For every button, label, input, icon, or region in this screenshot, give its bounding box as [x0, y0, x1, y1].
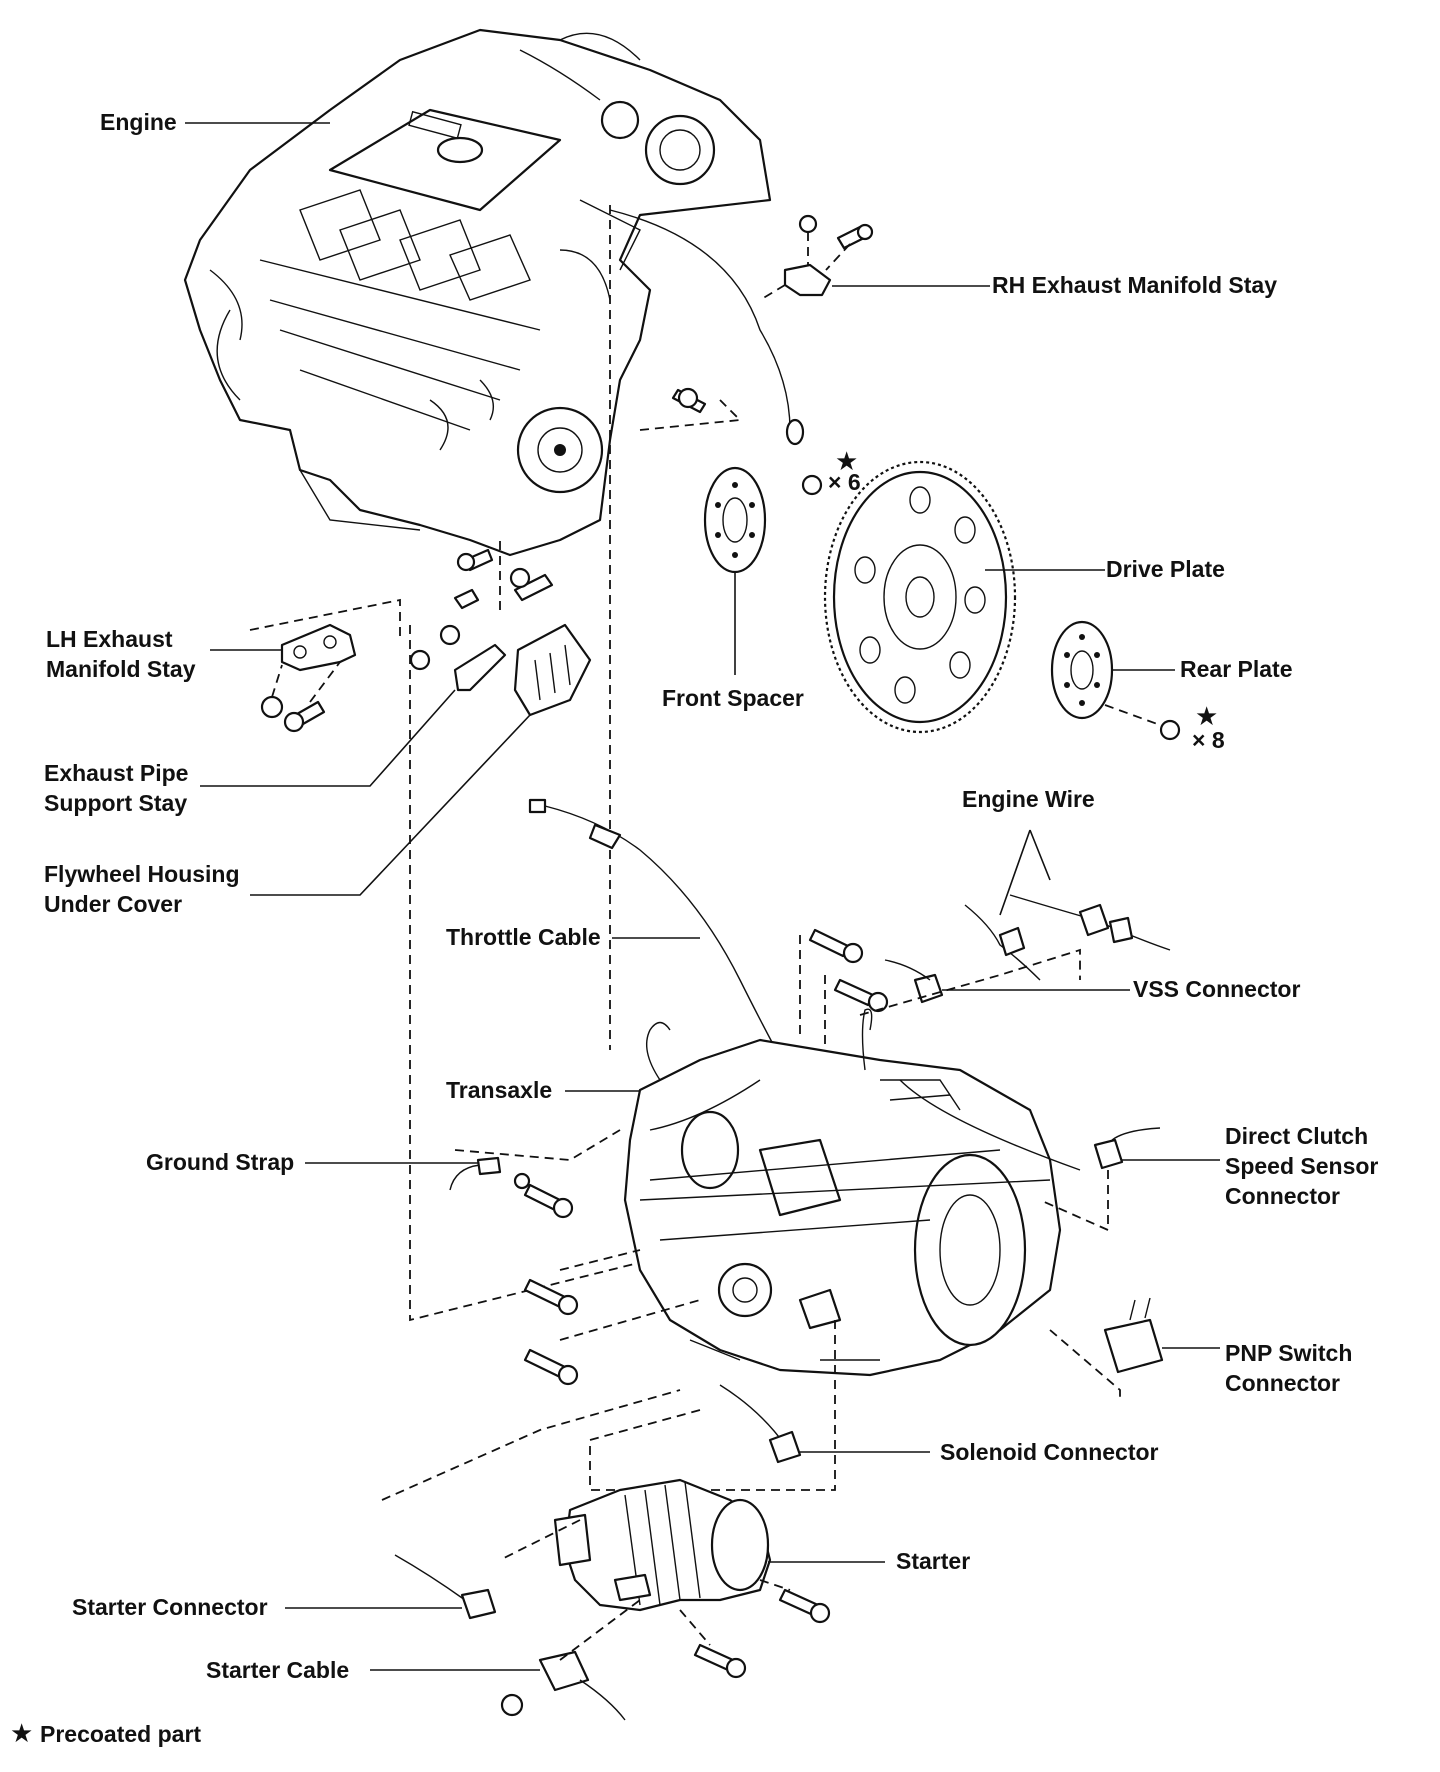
label-throttle-cable: Throttle Cable — [446, 924, 601, 950]
label-rear-plate: Rear Plate — [1180, 656, 1293, 682]
precoated-bolt-rear — [1159, 719, 1181, 741]
exhaust-pipe-leader — [200, 689, 456, 787]
label-exhaust-pipe-1: Exhaust Pipe — [44, 760, 188, 786]
rear-plate-part — [1050, 620, 1114, 720]
label-front-spacer: Front Spacer — [662, 685, 804, 711]
vss-connector-part — [913, 973, 944, 1004]
exhaust-pipe-stay-part — [409, 548, 507, 692]
engine-wire-leader — [999, 829, 1051, 916]
flywheel-leader — [250, 714, 531, 896]
star-icon: ★ — [835, 447, 858, 477]
lh-exhaust-stay-part — [249, 598, 401, 733]
label-dc-1: Direct Clutch — [1225, 1123, 1368, 1149]
label-rh-exhaust-manifold-stay: RH Exhaust Manifold Stay — [992, 272, 1277, 298]
starter-connector-part — [460, 1588, 497, 1620]
qty-front: × 6 — [828, 469, 861, 495]
engine-wire-part — [964, 894, 1171, 981]
flywheel-cover-part — [513, 623, 592, 717]
label-pnp-1: PNP Switch — [1225, 1340, 1352, 1366]
ground-strap-part — [449, 1156, 574, 1219]
label-drive-plate: Drive Plate — [1106, 556, 1225, 582]
label-starter: Starter — [896, 1548, 970, 1574]
label-starter-cable: Starter Cable — [206, 1657, 349, 1683]
label-exhaust-pipe-2: Support Stay — [44, 790, 187, 816]
star-icon: ★ — [1195, 702, 1218, 732]
label-pnp-2: Connector — [1225, 1370, 1340, 1396]
direct-clutch-sensor-part — [1093, 1138, 1124, 1170]
label-ground-strap: Ground Strap — [146, 1149, 294, 1175]
label-transaxle: Transaxle — [446, 1077, 552, 1103]
qty-rear: × 8 — [1192, 727, 1225, 753]
precoated-bolt-front — [801, 474, 823, 496]
label-dc-2: Speed Sensor — [1225, 1153, 1378, 1179]
solenoid-connector-part — [768, 1430, 802, 1464]
label-lh-exhaust-2: Manifold Stay — [46, 656, 196, 682]
label-flywheel-2: Under Cover — [44, 891, 182, 917]
pnp-switch-part — [1103, 1318, 1164, 1374]
drive-plate-part — [823, 460, 1017, 734]
transaxle-drawing — [623, 1008, 1081, 1377]
starter-drawing — [553, 1478, 772, 1612]
front-spacer-part — [703, 466, 767, 574]
label-vss-connector: VSS Connector — [1133, 976, 1300, 1002]
star-icon: ★ — [10, 1719, 33, 1749]
legend-precoated-part: Precoated part — [40, 1721, 201, 1747]
label-starter-connector: Starter Connector — [72, 1594, 268, 1620]
label-flywheel-1: Flywheel Housing — [44, 861, 240, 887]
label-engine-wire: Engine Wire — [962, 786, 1095, 812]
label-lh-exhaust-1: LH Exhaust — [46, 626, 173, 652]
label-engine: Engine — [100, 109, 177, 135]
starter-cable-part — [538, 1650, 590, 1692]
engine-drawing — [183, 28, 772, 557]
label-solenoid-connector: Solenoid Connector — [940, 1439, 1159, 1465]
rh-exhaust-stay-part — [759, 214, 874, 301]
label-dc-3: Connector — [1225, 1183, 1340, 1209]
